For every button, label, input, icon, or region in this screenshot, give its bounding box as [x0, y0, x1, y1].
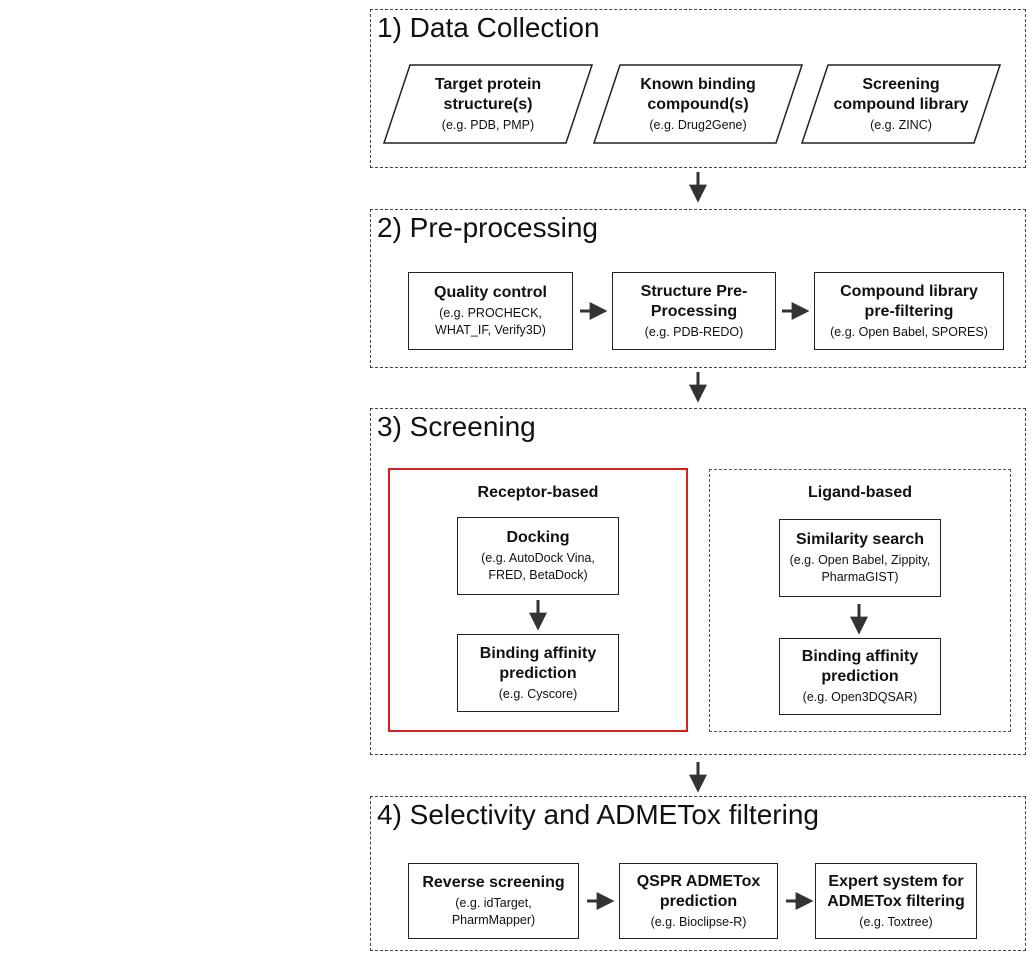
node-subtitle: (e.g. Drug2Gene): [649, 117, 747, 132]
node-title: Target protein structure(s): [434, 75, 542, 113]
node-subtitle: (e.g. Toxtree): [859, 914, 933, 929]
section-data-collection: 1) Data Collection: [370, 9, 1026, 168]
node-structure-preprocessing: Structure Pre-Processing (e.g. PDB-REDO): [612, 272, 776, 350]
section-screening: 3) Screening: [370, 408, 1026, 755]
node-title: Binding affinity prediction: [479, 644, 597, 682]
node-subtitle: (e.g. Bioclipse-R): [650, 914, 747, 929]
section-pre-processing: 2) Pre-processing: [370, 209, 1026, 368]
node-qspr-admetox: QSPR ADMETox prediction (e.g. Bioclipse-…: [619, 863, 778, 939]
node-subtitle: (e.g. idTarget, PharmMapper): [451, 896, 536, 927]
node-title: Screening compound library: [833, 75, 969, 113]
parallelogram-known-binding: Known binding compound(s) (e.g. Drug2Gen…: [610, 70, 786, 138]
panel-receptor-based: Receptor-based: [388, 468, 688, 732]
node-compound-library-prefilter: Compound library pre-filtering (e.g. Ope…: [814, 272, 1004, 350]
section-title: 3) Screening: [377, 411, 536, 442]
section-title: 1) Data Collection: [377, 12, 600, 43]
panel-title: Ligand-based: [807, 484, 912, 501]
node-title: Structure Pre-Processing: [640, 282, 748, 320]
node-quality-control: Quality control (e.g. PROCHECK, WHAT_IF,…: [408, 272, 573, 350]
node-title: Docking: [506, 529, 570, 546]
section-title: 2) Pre-processing: [377, 212, 598, 243]
parallelogram-shape-known: [592, 64, 804, 144]
node-subtitle: (e.g. PDB-REDO): [644, 324, 744, 339]
node-title: Compound library pre-filtering: [840, 282, 978, 320]
section-title: 4) Selectivity and ADMETox filtering: [377, 799, 819, 830]
node-expert-system: Expert system for ADMETox filtering (e.g…: [815, 863, 977, 939]
node-title: Binding affinity prediction: [801, 648, 919, 685]
node-subtitle: (e.g. Open Babel, Zippity, PharmaGIST): [789, 553, 931, 584]
panel-ligand-based: Ligand-based: [709, 469, 1011, 732]
node-subtitle: (e.g. PROCHECK, WHAT_IF, Verify3D): [435, 306, 546, 337]
parallelogram-shape-library: [800, 64, 1002, 144]
node-binding-affinity-receptor: Binding affinity prediction (e.g. Cyscor…: [457, 634, 619, 712]
node-reverse-screening: Reverse screening (e.g. idTarget, PharmM…: [408, 863, 579, 939]
node-subtitle: (e.g. Open Babel, SPORES): [830, 324, 988, 339]
node-subtitle: (e.g. Cyscore): [498, 686, 578, 701]
node-subtitle: (e.g. PDB, PMP): [441, 117, 535, 132]
node-title: Expert system for ADMETox filtering: [827, 872, 965, 910]
node-title: Quality control: [434, 284, 547, 301]
node-title: QSPR ADMETox prediction: [636, 872, 761, 910]
node-title: Similarity search: [795, 531, 925, 548]
node-subtitle: (e.g. ZINC): [870, 117, 932, 132]
parallelogram-target-protein: Target protein structure(s) (e.g. PDB, P…: [400, 70, 576, 138]
section-selectivity-admetox: 4) Selectivity and ADMETox filtering: [370, 796, 1026, 951]
panel-title: Receptor-based: [477, 484, 599, 501]
node-title: Reverse screening: [422, 874, 565, 891]
node-binding-affinity-ligand: Binding affinity prediction (e.g. Open3D…: [779, 638, 941, 715]
node-subtitle: (e.g. AutoDock Vina, FRED, BetaDock): [481, 551, 595, 582]
node-subtitle: (e.g. Open3DQSAR): [802, 690, 918, 704]
node-similarity-search: Similarity search (e.g. Open Babel, Zipp…: [779, 519, 941, 597]
node-docking: Docking (e.g. AutoDock Vina, FRED, BetaD…: [457, 517, 619, 595]
node-title: Known binding compound(s): [640, 75, 756, 113]
parallelogram-screening-library: Screening compound library (e.g. ZINC): [813, 70, 989, 138]
parallelogram-shape-target: [382, 64, 594, 144]
